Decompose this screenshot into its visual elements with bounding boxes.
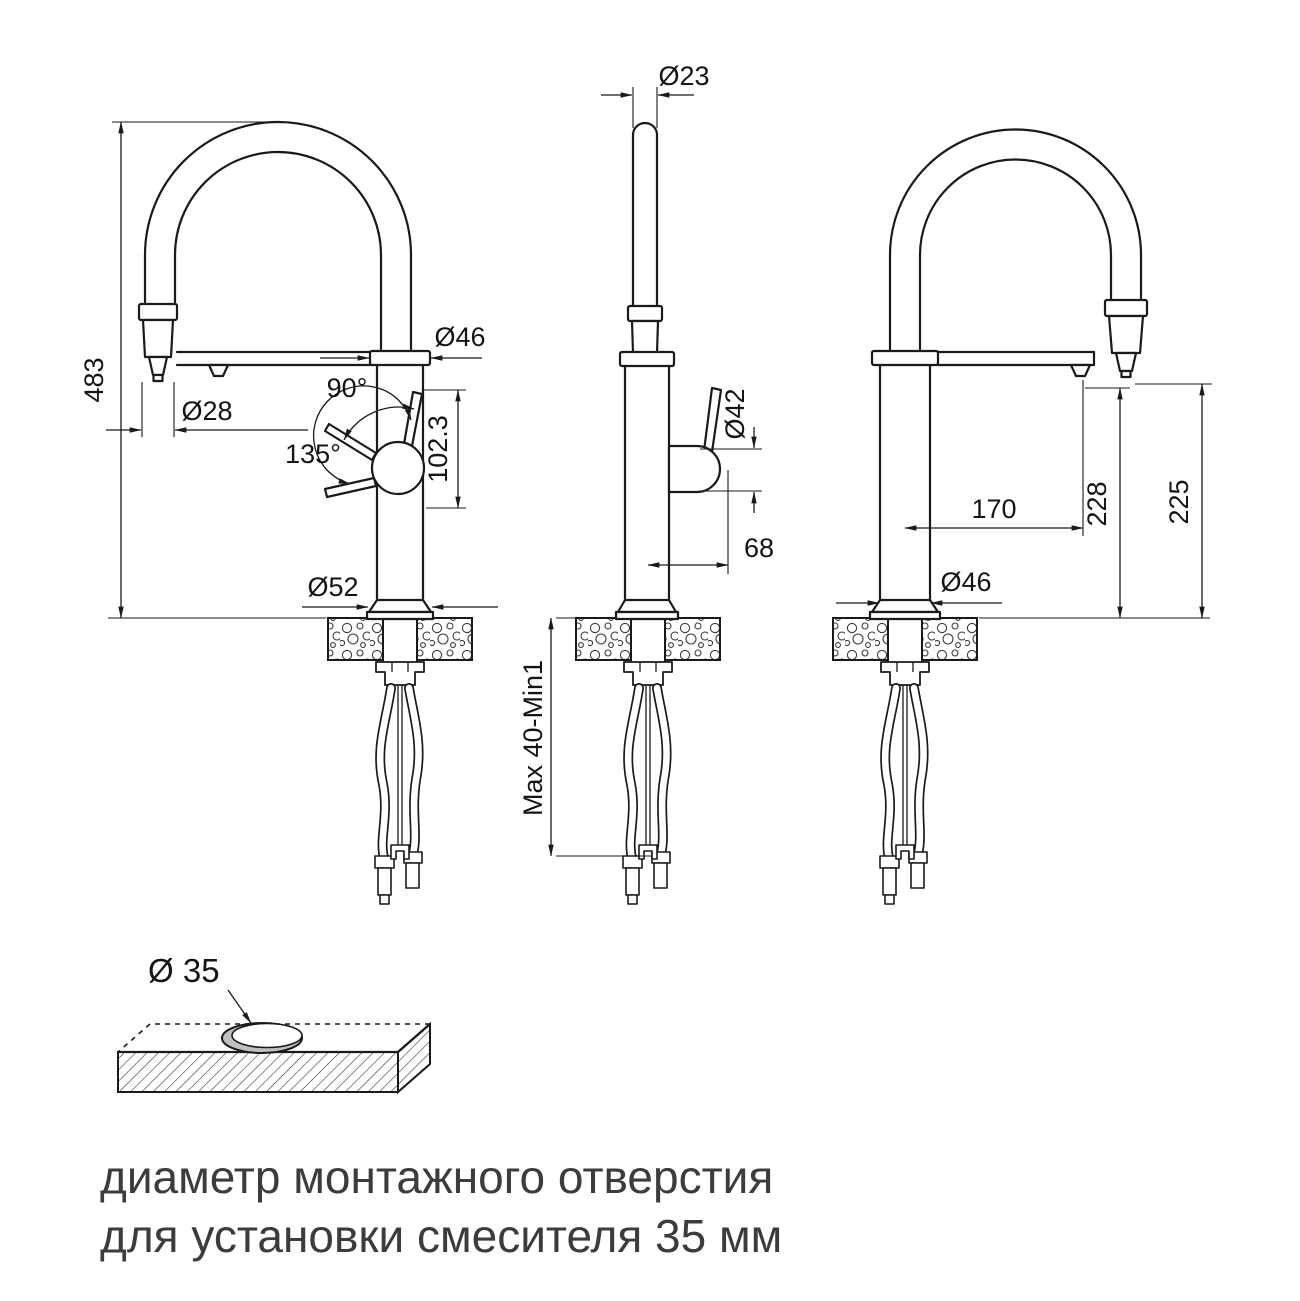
countertop-assembly-side <box>576 616 720 904</box>
faucet-body <box>868 349 942 621</box>
dim-label-handle-length: 102.3 <box>423 415 453 483</box>
rear-view: 170 228 225 Ø46 <box>836 128 1212 621</box>
dim-height-483: 483 <box>79 121 326 619</box>
dim-label-body-diameter: Ø46 <box>940 567 991 597</box>
hole-leader-arrow <box>227 989 252 1024</box>
mounting-hole-detail: Ø 35 <box>116 952 432 1095</box>
dim-handle-length: 102.3 <box>423 389 466 509</box>
handle <box>667 386 723 494</box>
spray-head <box>137 302 179 383</box>
dim-label-top-diameter: Ø46 <box>434 322 485 352</box>
dim-label-spout-diameter: Ø23 <box>658 61 709 91</box>
dim-spout-reach: 170 <box>904 380 1084 536</box>
faucet-body <box>365 349 435 621</box>
gooseneck-spout <box>888 128 1143 354</box>
dim-spout-diameter: Ø23 <box>601 61 710 128</box>
hole-diameter-label: Ø 35 <box>148 952 220 989</box>
dim-handle-diameter: Ø42 <box>700 388 762 513</box>
dim-label-counter-thickness: Max 40-Min1 <box>518 660 548 816</box>
caption-line-2: для установки смесителя 35 мм <box>100 1210 782 1262</box>
dim-counter-thickness: Max 40-Min1 <box>518 617 652 857</box>
dim-spray-diameter: Ø28 <box>106 382 308 437</box>
plate-right-face <box>397 1021 431 1095</box>
dim-outlet-height: 228 <box>1082 387 1130 619</box>
plate-front-face <box>117 1051 399 1093</box>
caption-line-1: диаметр монтажного отверстия <box>100 1151 773 1203</box>
spout-arm <box>936 350 1096 378</box>
dim-label-height: 483 <box>79 357 109 402</box>
plate-hidden-edges <box>117 1023 430 1053</box>
dim-label-angle-90: 90° <box>327 373 368 403</box>
mounting-hole <box>221 1022 303 1054</box>
dim-label-spray-height: 225 <box>1164 479 1194 524</box>
gooseneck-spout <box>143 120 413 354</box>
dim-label-handle-offset: 68 <box>744 533 774 563</box>
dim-body-diameter: Ø46 <box>836 567 1002 606</box>
dim-label-handle-diameter: Ø42 <box>720 388 750 439</box>
dim-label-angle-135: 135° <box>285 439 341 469</box>
spout-arm <box>175 350 372 378</box>
spray-head <box>1103 298 1149 379</box>
dim-label-spray-diameter: Ø28 <box>181 396 232 426</box>
countertop-assembly-front <box>328 616 472 904</box>
front-view: 483 Ø28 Ø46 90° 135° 102.3 Ø52 <box>79 120 498 621</box>
dim-label-outlet-height: 228 <box>1082 481 1112 526</box>
dim-top-diameter: Ø46 <box>320 322 486 361</box>
handle-rotation-arcs <box>312 385 415 485</box>
countertop-assembly-rear <box>833 616 977 904</box>
side-view: Ø23 Ø42 68 Max 40-Min1 <box>518 61 774 857</box>
dim-spray-height: 225 <box>1135 383 1212 619</box>
dim-handle-offset: 68 <box>647 470 774 574</box>
faucet-body <box>614 350 680 621</box>
dim-base-diameter: Ø52 <box>302 572 498 610</box>
spout-tube <box>626 121 664 355</box>
dim-label-spout-reach: 170 <box>971 494 1016 524</box>
dim-label-base-diameter: Ø52 <box>307 572 358 602</box>
